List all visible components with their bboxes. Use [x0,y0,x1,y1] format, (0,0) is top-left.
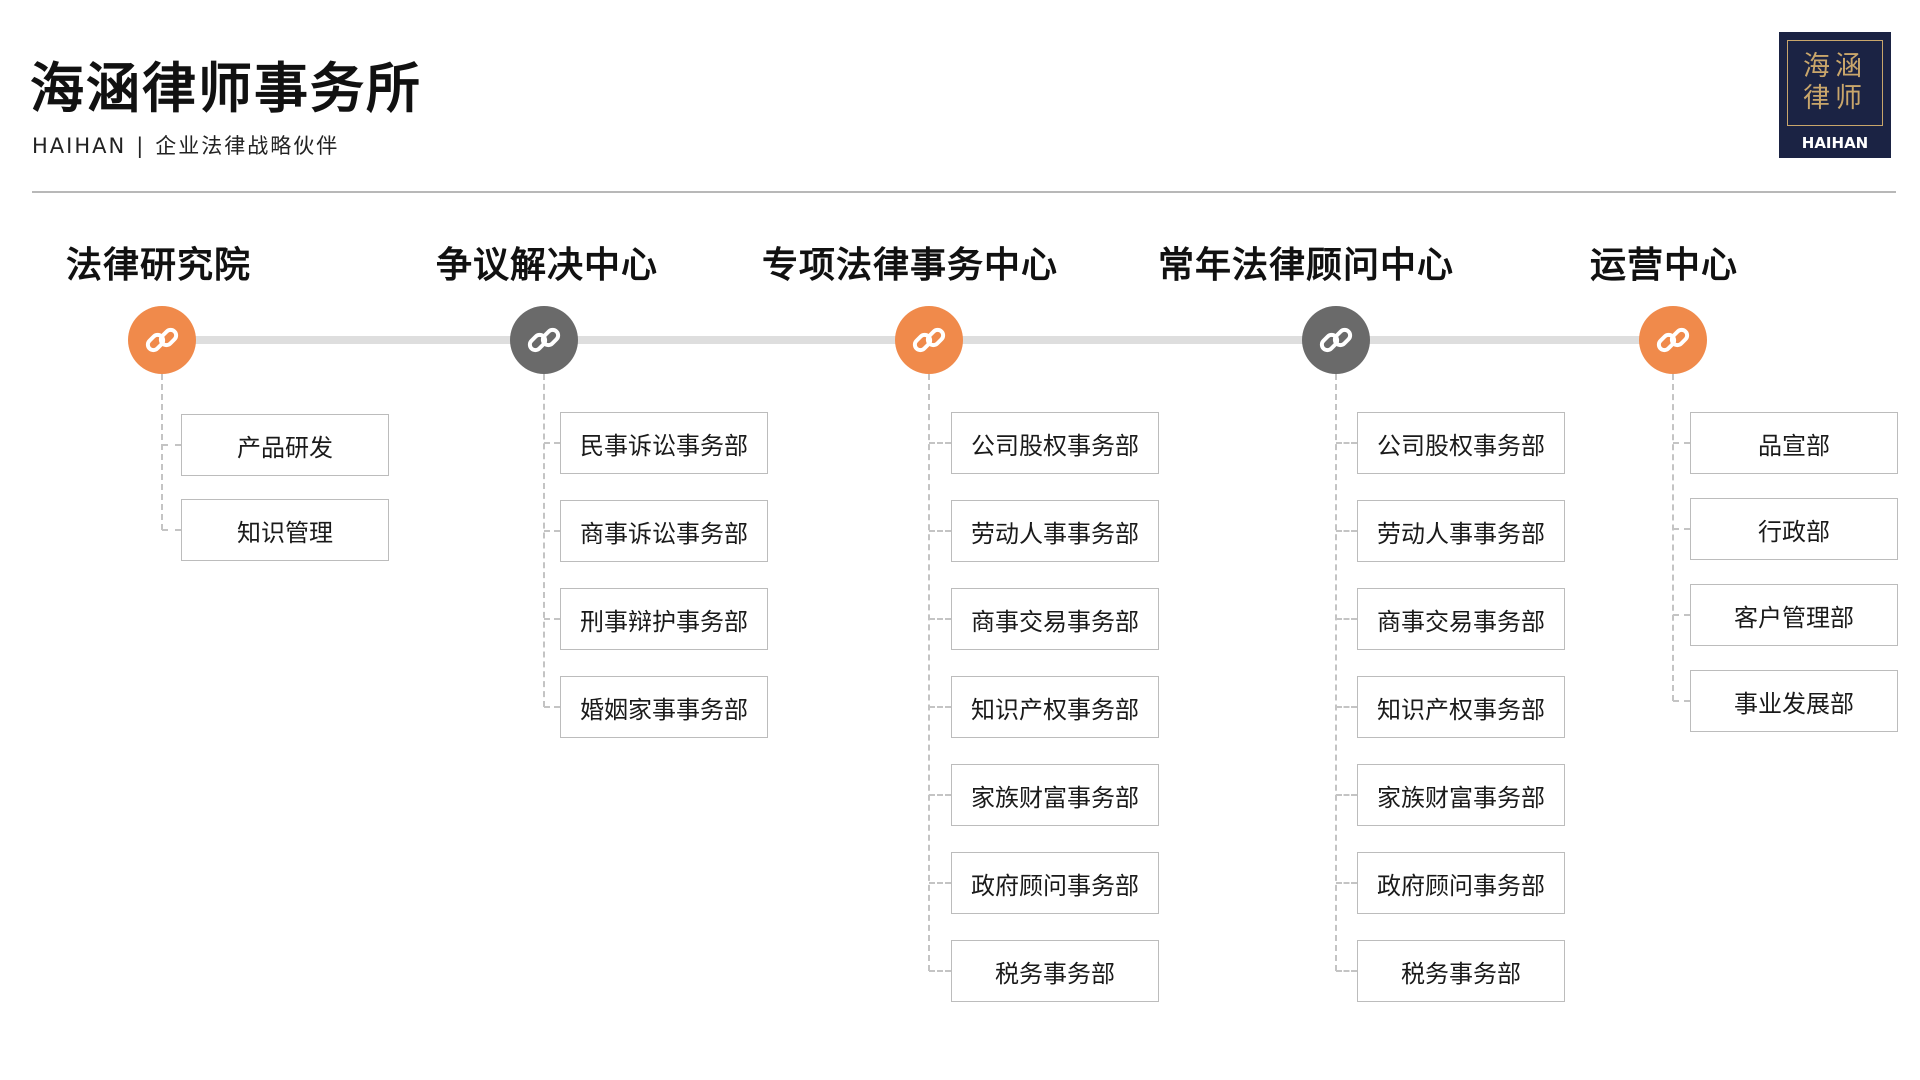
column-2-branch-connector [544,706,560,708]
logo-cn-line1: 海涵 [1803,51,1867,82]
column-1-branch-connector [162,529,181,531]
column-4-branch-connector [1336,882,1357,884]
page-title: 海涵律师事务所 [30,57,422,120]
column-3-node [895,306,963,374]
department-box: 婚姻家事事务部 [560,676,768,738]
link-icon [909,320,949,360]
column-4-title: 常年法律顾问中心 [1158,245,1455,286]
department-box: 税务事务部 [1357,940,1565,1002]
logo-frame: 海涵 律师 [1787,40,1883,126]
department-box: 民事诉讼事务部 [560,412,768,474]
link-icon [524,320,564,360]
column-2-node [510,306,578,374]
department-box: 家族财富事务部 [1357,764,1565,826]
link-icon [142,320,182,360]
department-box: 税务事务部 [951,940,1159,1002]
department-box: 商事交易事务部 [1357,588,1565,650]
department-box: 知识产权事务部 [1357,676,1565,738]
column-4-branch-connector [1336,530,1357,532]
column-5-title: 运营中心 [1590,245,1739,286]
link-icon [1316,320,1356,360]
subtitle-separator: | [136,134,146,158]
column-5-branch-connector [1673,614,1690,616]
department-box: 刑事辩护事务部 [560,588,768,650]
column-2-vertical-connector [543,374,545,707]
link-icon-svg [912,327,946,353]
logo-cn-line2: 律师 [1803,83,1867,114]
department-box: 产品研发 [181,414,389,476]
department-box: 政府顾问事务部 [951,852,1159,914]
column-5-branch-connector [1673,700,1690,702]
column-2-branch-connector [544,618,560,620]
subtitle: HAIHAN | 企业法律战略伙伴 [32,130,339,160]
column-3-vertical-connector [928,374,930,971]
logo-en: HAIHAN [1801,134,1869,152]
department-box: 劳动人事事务部 [1357,500,1565,562]
column-4-vertical-connector [1335,374,1337,971]
department-box: 行政部 [1690,498,1898,560]
department-box: 商事交易事务部 [951,588,1159,650]
column-4-branch-connector [1336,442,1357,444]
department-box: 商事诉讼事务部 [560,500,768,562]
column-1-branch-connector [162,444,181,446]
column-2-branch-connector [544,530,560,532]
subtitle-tagline: 企业法律战略伙伴 [155,134,340,158]
department-box: 知识产权事务部 [951,676,1159,738]
column-4-branch-connector [1336,618,1357,620]
column-5-vertical-connector [1672,374,1674,701]
column-3-branch-connector [929,442,951,444]
department-box: 客户管理部 [1690,584,1898,646]
column-3-branch-connector [929,530,951,532]
column-1-node [128,306,196,374]
department-box: 公司股权事务部 [1357,412,1565,474]
column-2-title: 争议解决中心 [436,245,659,286]
haihan-logo: 海涵 律师 HAIHAN [1779,32,1891,158]
column-5-node [1639,306,1707,374]
column-1-vertical-connector [161,374,163,530]
column-3-branch-connector [929,794,951,796]
link-icon [1653,320,1693,360]
link-icon-svg [1656,327,1690,353]
column-5-branch-connector [1673,442,1690,444]
department-box: 家族财富事务部 [951,764,1159,826]
column-4-node [1302,306,1370,374]
header-divider [32,191,1896,193]
column-5-branch-connector [1673,528,1690,530]
department-box: 知识管理 [181,499,389,561]
department-box: 劳动人事事务部 [951,500,1159,562]
department-box: 事业发展部 [1690,670,1898,732]
column-3-branch-connector [929,618,951,620]
column-3-branch-connector [929,882,951,884]
department-box: 公司股权事务部 [951,412,1159,474]
logo-cn: 海涵 律师 [1788,51,1882,115]
column-4-branch-connector [1336,706,1357,708]
link-icon-svg [145,327,179,353]
column-4-branch-connector [1336,794,1357,796]
link-icon-svg [1319,327,1353,353]
link-icon-svg [527,327,561,353]
column-2-branch-connector [544,442,560,444]
column-3-title: 专项法律事务中心 [762,245,1059,286]
department-box: 政府顾问事务部 [1357,852,1565,914]
column-3-branch-connector [929,970,951,972]
department-box: 品宣部 [1690,412,1898,474]
column-3-branch-connector [929,706,951,708]
column-1-title: 法律研究院 [66,245,252,286]
column-4-branch-connector [1336,970,1357,972]
subtitle-brand: HAIHAN [32,134,127,158]
